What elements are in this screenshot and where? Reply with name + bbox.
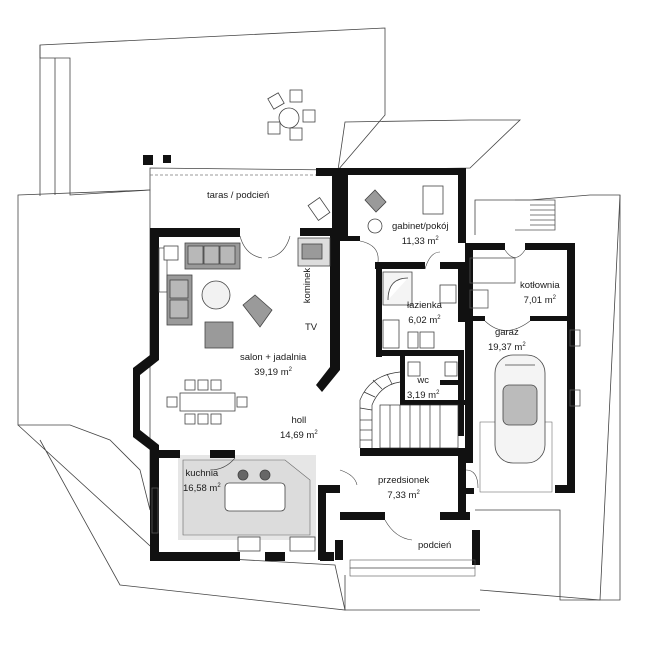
room-kotlownia: kotłownia 7,01 m2 xyxy=(520,280,560,307)
room-name: wc xyxy=(417,375,430,386)
room-name: kuchnia xyxy=(185,468,219,479)
bathroom-fixtures xyxy=(382,271,458,377)
room-area: 7,01 m2 xyxy=(523,295,556,306)
room-salon: salon + jadalnia 39,19 m2 xyxy=(240,352,306,379)
room-name: garaż xyxy=(494,327,519,338)
room-area: 14,69 m2 xyxy=(280,430,318,441)
room-area: 11,33 m2 xyxy=(401,236,439,247)
room-przedsionek: przedsionek 7,33 m2 xyxy=(378,475,429,502)
car-icon xyxy=(494,354,546,464)
room-area: 7,33 m2 xyxy=(387,490,420,501)
room-holl: holl 14,69 m2 xyxy=(280,415,318,442)
room-kuchnia: kuchnia 16,58 m2 xyxy=(183,468,221,495)
room-name: salon + jadalnia xyxy=(240,352,307,363)
room-area: 16,58 m2 xyxy=(183,483,221,494)
entrance-steps xyxy=(349,559,476,577)
office-furniture xyxy=(364,185,444,234)
room-taras: taras / podcień xyxy=(207,190,269,202)
tv-label: TV xyxy=(305,322,318,333)
room-area: 39,19 m2 xyxy=(254,367,292,378)
room-area: 3,19 m2 xyxy=(407,390,440,401)
living-furniture xyxy=(163,237,331,425)
room-name: taras / podcień xyxy=(207,190,270,201)
room-area: 6,02 m2 xyxy=(408,315,441,326)
room-name: gabinet/pokój xyxy=(392,221,449,232)
room-name: holl xyxy=(291,415,307,426)
room-name: kotłownia xyxy=(520,280,560,291)
room-podcien: podcień xyxy=(418,540,451,552)
room-garaz: garaż 19,37 m2 xyxy=(488,327,526,354)
room-area: 19,37 m2 xyxy=(488,342,526,353)
room-lazienka: łazienka 6,02 m2 xyxy=(407,300,442,327)
room-name: podcień xyxy=(418,540,452,551)
terrace-table xyxy=(267,89,331,221)
room-name: przedsionek xyxy=(378,475,430,486)
walls xyxy=(133,155,575,565)
kitchen-fixtures xyxy=(224,469,316,552)
fireplace-label: kominek xyxy=(302,267,314,304)
room-gabinet: gabinet/pokój 11,33 m2 xyxy=(392,221,449,248)
staircase xyxy=(359,371,459,449)
room-wc: wc 3,19 m2 xyxy=(407,375,439,402)
door-swings xyxy=(209,235,531,541)
room-name: łazienka xyxy=(407,300,442,311)
